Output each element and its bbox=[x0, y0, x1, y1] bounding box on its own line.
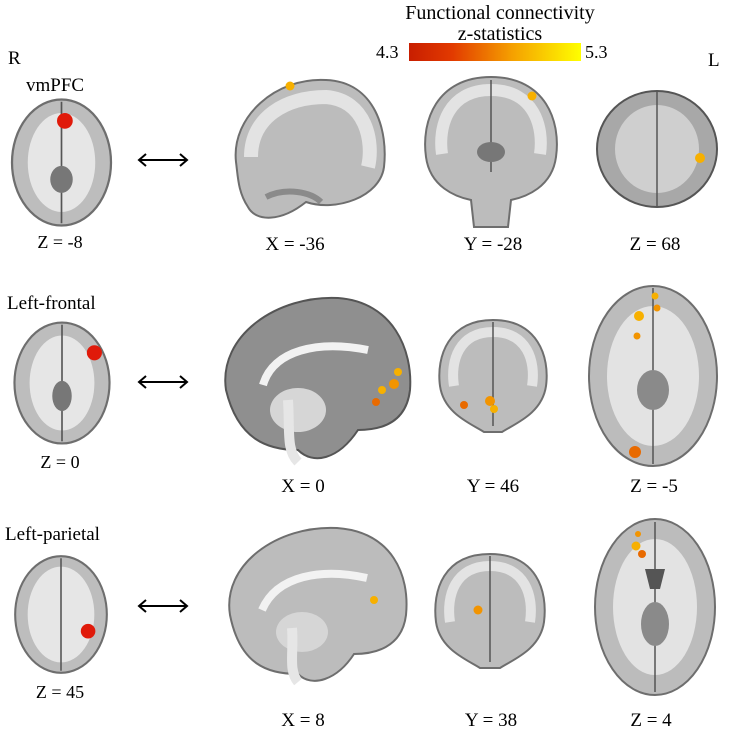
right-hemisphere-label: R bbox=[8, 48, 21, 69]
cluster-marker bbox=[653, 304, 661, 312]
cluster-marker bbox=[285, 81, 295, 91]
sagittal-slice-x-8 bbox=[222, 520, 410, 690]
left-hemisphere-label: L bbox=[708, 50, 720, 71]
cluster-marker bbox=[372, 398, 380, 406]
axial-slice-z-minus5 bbox=[583, 280, 723, 472]
seed-name-vmpfc: vmPFC bbox=[26, 75, 85, 96]
slice-label-r3-3: Z = 4 bbox=[630, 710, 672, 731]
colorbar-min-label: 4.3 bbox=[376, 42, 399, 62]
bidirectional-arrow-icon bbox=[137, 599, 189, 613]
sagittal-slice-x-0 bbox=[218, 290, 414, 470]
slice-label-r2-2: Y = 46 bbox=[466, 476, 520, 497]
cluster-marker bbox=[651, 292, 659, 300]
slice-label-r2-3: Z = -5 bbox=[630, 476, 678, 497]
slice-label-r1-3: Z = 68 bbox=[629, 234, 681, 255]
cluster-marker bbox=[473, 605, 483, 615]
colorbar-max-label: 5.3 bbox=[585, 42, 608, 62]
colorbar-title-line2: z-statistics bbox=[457, 23, 543, 45]
slice-label-r1-1: X = -36 bbox=[265, 234, 325, 255]
cluster-marker bbox=[695, 153, 705, 163]
axial-slice-z-68 bbox=[592, 84, 722, 214]
cluster-marker bbox=[394, 368, 402, 376]
cluster-marker bbox=[389, 379, 399, 389]
seed-axial-vmpfc bbox=[5, 95, 118, 230]
slice-label-r1-2: Y = -28 bbox=[463, 234, 523, 255]
cluster-marker bbox=[490, 405, 498, 413]
coronal-slice-y-38 bbox=[428, 550, 552, 674]
seed-slice-vmpfc: Z = -8 bbox=[37, 232, 83, 252]
cluster-marker bbox=[638, 550, 646, 558]
bidirectional-arrow-icon bbox=[137, 375, 189, 389]
bidirectional-arrow-icon bbox=[137, 153, 189, 167]
cluster-marker bbox=[633, 332, 641, 340]
seed-axial-left-frontal bbox=[8, 318, 116, 448]
cluster-marker bbox=[378, 386, 386, 394]
colorbar-title: Functional connectivity z-statistics bbox=[360, 2, 640, 44]
cluster-marker bbox=[635, 531, 641, 537]
seed-slice-left-parietal: Z = 45 bbox=[35, 682, 85, 702]
slice-label-r3-2: Y = 38 bbox=[464, 710, 518, 731]
cluster-marker bbox=[370, 596, 378, 604]
cluster-marker bbox=[485, 396, 495, 406]
seed-marker-vmpfc bbox=[57, 113, 73, 129]
colorbar bbox=[409, 43, 581, 61]
seed-name-left-frontal: Left-frontal bbox=[7, 293, 96, 314]
seed-axial-left-parietal bbox=[6, 552, 116, 677]
seed-slice-left-frontal: Z = 0 bbox=[40, 452, 80, 472]
colorbar-title-line1: Functional connectivity bbox=[405, 2, 595, 24]
cluster-marker bbox=[629, 446, 641, 458]
slice-label-r2-1: X = 0 bbox=[281, 476, 325, 497]
seed-name-left-parietal: Left-parietal bbox=[5, 524, 100, 545]
cluster-marker bbox=[634, 311, 644, 321]
seed-marker-left-parietal bbox=[80, 623, 96, 639]
sagittal-slice-x-minus36 bbox=[226, 72, 391, 232]
cluster-marker bbox=[631, 541, 641, 551]
coronal-slice-y-46 bbox=[432, 316, 554, 436]
coronal-slice-y-minus28 bbox=[416, 72, 566, 232]
axial-slice-z-4 bbox=[590, 514, 720, 700]
seed-marker-left-frontal bbox=[86, 345, 102, 361]
cluster-marker bbox=[527, 91, 537, 101]
cluster-marker bbox=[460, 401, 468, 409]
slice-label-r3-1: X = 8 bbox=[281, 710, 325, 731]
